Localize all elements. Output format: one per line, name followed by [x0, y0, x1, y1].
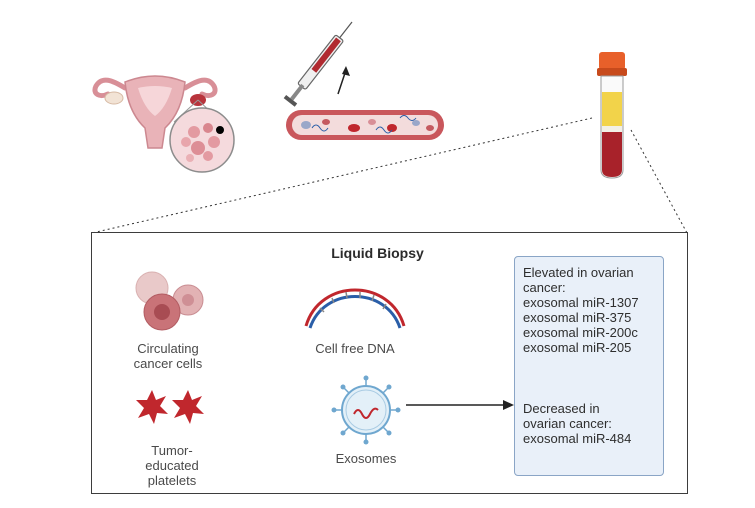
decreased-line-1: Decreased in [523, 401, 600, 416]
elevated-line-1: Elevated in ovarian [523, 265, 634, 280]
cell-free-dna-icon [304, 288, 406, 329]
decreased-line-2: ovarian cancer: [523, 416, 612, 431]
platelets-label-line-2: educated [145, 458, 199, 473]
blood-tube-illustration [597, 52, 627, 179]
decreased-line-3: exosomal miR-484 [523, 431, 632, 446]
elevated-line-4: exosomal miR-375 [523, 310, 632, 325]
circulating-cancer-cells-icon [135, 271, 204, 331]
elevated-line-2: cancer: [523, 280, 566, 295]
arrow-to-infobox [406, 400, 514, 410]
cfdna-label: Cell free DNA [315, 341, 395, 356]
elevated-line-6: exosomal miR-205 [523, 340, 632, 355]
exosome-icon [331, 375, 401, 445]
infobox-spacer [523, 355, 655, 401]
blood-vessel-syringe-illustration [283, 21, 444, 140]
elevated-line-5: exosomal miR-200c [523, 325, 638, 340]
ctc-label: Circulating cancer cells [118, 341, 218, 371]
mirna-infobox: Elevated in ovarian cancer: exosomal miR… [514, 256, 664, 476]
platelets-label-line-1: Tumor- [151, 443, 193, 458]
panel-title: Liquid Biopsy [331, 245, 424, 261]
elevated-line-3: exosomal miR-1307 [523, 295, 639, 310]
exosomes-label: Exosomes [335, 451, 397, 466]
platelets-label-line-3: platelets [147, 473, 197, 488]
ctc-label-line-2: cancer cells [133, 356, 203, 371]
tumor-educated-platelets-icon [136, 390, 204, 424]
ctc-label-line-1: Circulating [137, 341, 199, 356]
platelets-label: Tumor- educated platelets [130, 443, 214, 488]
uterus-illustration [92, 75, 235, 173]
